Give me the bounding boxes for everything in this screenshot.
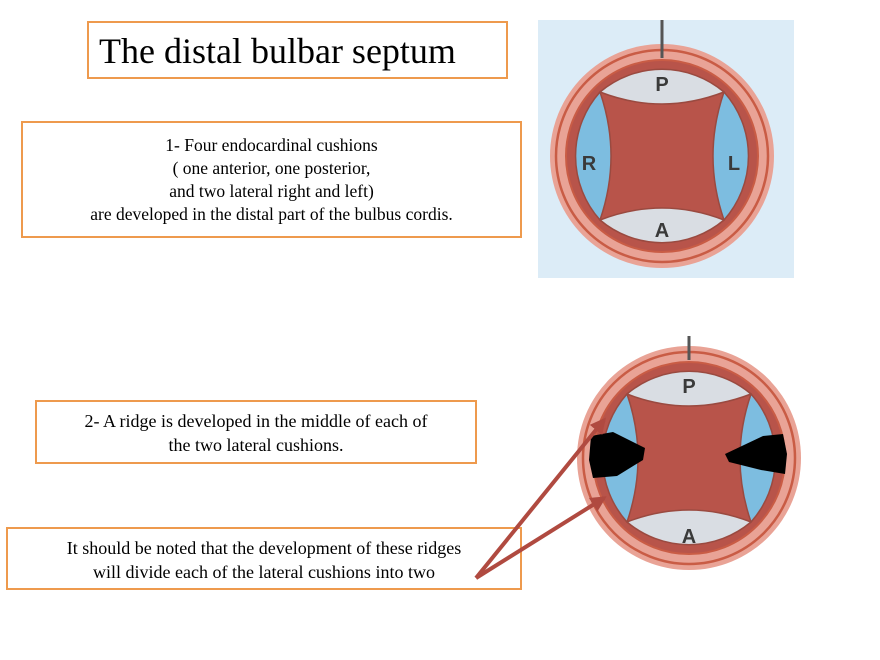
point-2-box: 2- A ridge is developed in the middle of… — [35, 400, 477, 464]
left-ridge — [725, 434, 787, 474]
lumen — [565, 59, 759, 253]
point-1-line: are developed in the distal part of the … — [90, 204, 453, 224]
point-2-line: the two lateral cushions. — [168, 435, 344, 455]
label-anterior: A — [682, 526, 696, 548]
label-posterior: P — [682, 376, 695, 398]
slide-title: The distal bulbar septum — [99, 31, 456, 71]
anterior-cushion — [598, 207, 726, 244]
point-1-line: 1- Four endocardinal cushions — [165, 135, 378, 155]
right-lateral-cushion — [574, 90, 612, 222]
note-box: It should be noted that the development … — [6, 527, 522, 590]
cushion-diagram-top: P A R L — [538, 20, 794, 278]
point-1-box: 1- Four endocardinal cushions ( one ante… — [21, 121, 522, 238]
label-right: R — [582, 153, 597, 175]
point-1-line: ( one anterior, one posterior, — [172, 158, 371, 178]
note-line: will divide each of the lateral cushions… — [93, 562, 435, 582]
label-left: L — [728, 153, 740, 175]
point-2-line: 2- A ridge is developed in the middle of… — [84, 411, 428, 431]
title-box: The distal bulbar septum — [87, 21, 508, 79]
label-posterior: P — [655, 74, 668, 96]
cushion-diagram-bottom: P A — [577, 336, 801, 570]
posterior-cushion — [598, 68, 726, 105]
point-1-line: and two lateral right and left) — [169, 181, 374, 201]
label-anterior: A — [655, 220, 669, 242]
left-lateral-cushion — [712, 90, 750, 222]
posterior-cushion — [625, 370, 753, 407]
anterior-cushion — [625, 509, 753, 546]
note-line: It should be noted that the development … — [66, 538, 462, 558]
